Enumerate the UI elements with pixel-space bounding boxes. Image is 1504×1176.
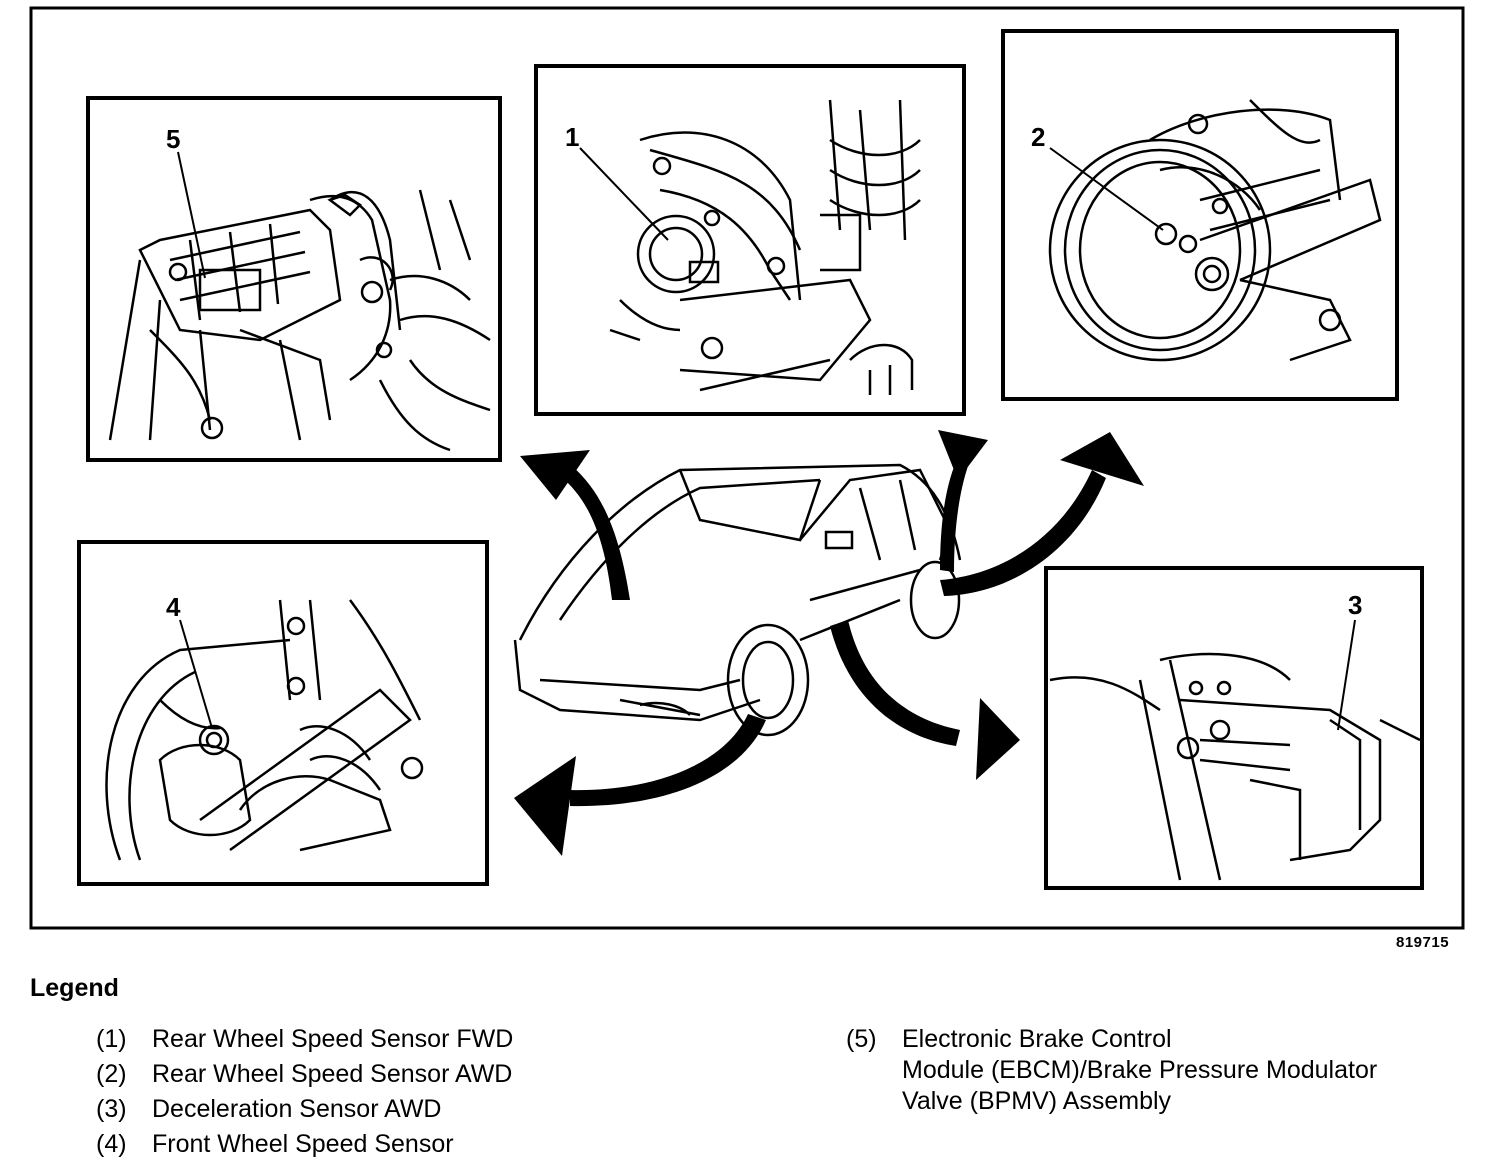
arrow-to-decel-sensor: [830, 620, 1020, 780]
arrow-to-front-sensor: [514, 714, 766, 856]
arrow-to-rear-fwd: [938, 430, 988, 572]
leader-line-3: [1337, 619, 1356, 731]
detail-panel-front-sensor: 4: [77, 540, 489, 886]
detail-panel-ebcm: 5: [86, 96, 502, 462]
detail-panel-rear-sensor-awd: 2: [1001, 29, 1399, 401]
legend-item-number: (2): [96, 1060, 127, 1088]
component-location-diagram: 5 1: [29, 6, 1465, 930]
legend-item-number: (4): [96, 1130, 127, 1158]
legend-item-1: (1) Rear Wheel Speed Sensor FWD: [96, 1024, 736, 1055]
rear-fwd-drawing: [609, 99, 921, 395]
front-sensor-drawing: [105, 599, 424, 861]
leader-line-2: [1049, 147, 1164, 231]
legend-item-3: (3) Deceleration Sensor AWD: [96, 1094, 736, 1125]
pointer-arrows: [514, 430, 1144, 856]
vehicle-illustration: [513, 463, 962, 737]
detail-panel-decel-sensor: 3: [1044, 566, 1424, 890]
leader-line-1: [579, 147, 669, 241]
legend-item-text: Front Wheel Speed Sensor: [152, 1130, 454, 1158]
callout-3: 3: [1348, 590, 1362, 620]
legend-item-text: Rear Wheel Speed Sensor FWD: [152, 1025, 514, 1053]
leader-line-4: [179, 619, 213, 729]
legend-item-number: (5): [846, 1025, 877, 1053]
callout-4: 4: [166, 592, 181, 622]
callout-5: 5: [166, 124, 180, 154]
legend-column-left: (1) Rear Wheel Speed Sensor FWD (2) Rear…: [96, 1024, 736, 1164]
outer-frame: [29, 6, 1465, 930]
legend-item-text: Electronic Brake Control Module (EBCM)/B…: [902, 1025, 1378, 1115]
legend-item-5: (5) Electronic Brake Control Module (EBC…: [846, 1024, 1486, 1117]
figure-reference-code: 819715: [1396, 934, 1450, 951]
detail-panel-rear-sensor-fwd: 1: [534, 64, 966, 416]
callout-2: 2: [1031, 122, 1045, 152]
legend-item-4: (4) Front Wheel Speed Sensor: [96, 1129, 736, 1160]
legend-title: Legend: [30, 974, 119, 1002]
rear-awd-drawing: [1048, 99, 1382, 362]
ebcm-drawing: [108, 189, 491, 452]
legend-item-2: (2) Rear Wheel Speed Sensor AWD: [96, 1059, 736, 1090]
arrow-to-ebcm: [520, 450, 630, 600]
legend-item-text: Rear Wheel Speed Sensor AWD: [152, 1060, 513, 1088]
legend-item-number: (3): [96, 1095, 127, 1123]
decel-sensor-drawing: [1049, 652, 1421, 881]
legend-item-number: (1): [96, 1025, 127, 1053]
legend-column-right: (5) Electronic Brake Control Module (EBC…: [846, 1024, 1486, 1121]
arrow-to-rear-awd: [940, 432, 1144, 596]
callout-1: 1: [565, 122, 579, 152]
leader-line-5: [177, 151, 206, 279]
legend-item-text: Deceleration Sensor AWD: [152, 1095, 442, 1123]
